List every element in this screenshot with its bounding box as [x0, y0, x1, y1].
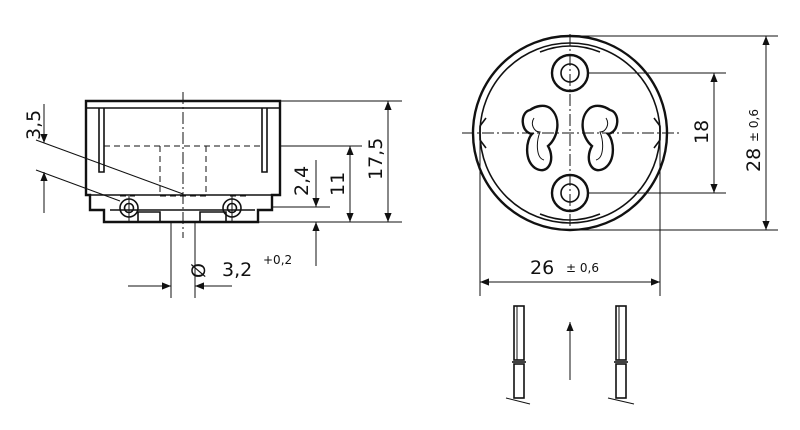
- top-view-screw-bottom-inner: [560, 183, 580, 203]
- top-view-pin-slot-left: [521, 104, 559, 172]
- top-view: 18 28 ± 0,6 26 ± 0,6: [462, 34, 778, 296]
- dim-3-5-text: 3,5: [23, 110, 45, 140]
- insertion-detail: [505, 305, 635, 405]
- side-view-right-wall: [261, 108, 268, 173]
- dim-17-5-text: 17,5: [365, 138, 387, 180]
- top-view-flat-right: [653, 117, 661, 149]
- top-view-screw-top-inner: [560, 63, 580, 83]
- insertion-pin-left: [505, 305, 531, 405]
- dim-diameter-tolerance: +0,2: [263, 253, 292, 267]
- dim-26-text: 26: [530, 257, 554, 279]
- side-view-left-wall: [98, 108, 105, 173]
- dim-28-text: 28: [743, 148, 765, 172]
- dim-2-4-text: 2,4: [291, 166, 313, 196]
- dim-diameter-symbol: Ø: [188, 263, 210, 278]
- insertion-pin-right: [607, 305, 635, 405]
- top-view-flat-left: [479, 117, 487, 149]
- dim-3-5-ext-bottom: [35, 169, 121, 202]
- top-view-pin-slot-right: [581, 104, 619, 172]
- dim-11-text: 11: [327, 172, 349, 196]
- dim-3-5-ext-top: [35, 139, 184, 195]
- side-view: 17,5 11 2,4 3,5 Ø 3,2 +0,2: [23, 92, 402, 298]
- dim-26-tolerance: ± 0,6: [566, 261, 599, 275]
- dim-diameter-text: 3,2: [222, 259, 252, 281]
- dim-28-tolerance: ± 0,6: [747, 109, 761, 142]
- dim-18-text: 18: [691, 120, 713, 144]
- side-view-bottom-step: [137, 211, 227, 222]
